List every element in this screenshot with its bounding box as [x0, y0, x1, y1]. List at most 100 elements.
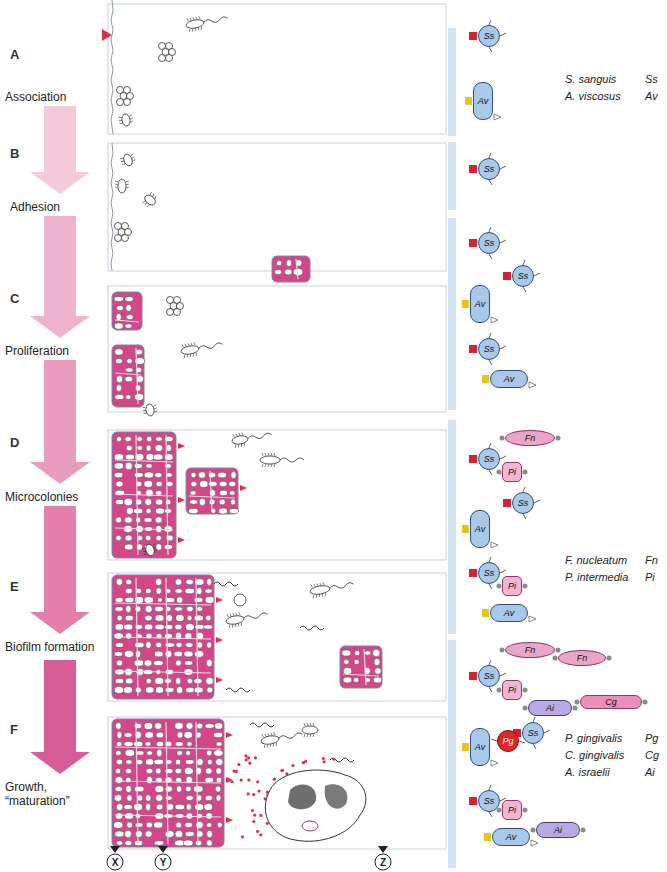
species-legend: Pi [645, 570, 655, 584]
bacterium-cell: Ss [478, 158, 500, 180]
adhesin-receptor [556, 648, 561, 653]
bacterial-cell [185, 588, 195, 594]
illustration-part [310, 734, 311, 737]
tooth-surface-strips [448, 28, 456, 868]
bacterial-cell [165, 786, 173, 792]
bacterial-cell [146, 768, 153, 773]
bacterial-cell [197, 723, 203, 729]
illustration-part [229, 625, 231, 628]
illustration-part [153, 547, 156, 549]
coccus [124, 99, 131, 106]
illustration-part [233, 613, 235, 616]
bacterium-cell: Pi [502, 462, 522, 482]
bacterial-cell [126, 305, 132, 312]
species-legend: A. viscosus [565, 89, 621, 103]
illustration-part [239, 612, 241, 615]
adhesin-receptor [491, 542, 498, 548]
growth-arrow [178, 537, 185, 543]
bacterial-cell [206, 677, 214, 684]
bacterial-cell [204, 803, 213, 810]
illustration-part [236, 613, 238, 616]
bacterial-cell [145, 742, 151, 747]
bacterial-cell [175, 589, 183, 594]
bacterial-cell [155, 437, 162, 441]
adhesin-receptor [465, 97, 472, 105]
bacterial-cell [123, 686, 132, 693]
bacterial-cell [175, 742, 183, 747]
species-legend: S. sanguis [565, 72, 616, 86]
bacterium-cell: Av [470, 510, 490, 548]
bacterial-cell [205, 615, 211, 620]
bacterial-cell [176, 822, 182, 828]
bacterial-cell [146, 508, 151, 513]
host-cell [265, 770, 366, 841]
adhesin-receptor [503, 272, 511, 280]
released-product [253, 814, 256, 817]
bacterial-cell [134, 786, 144, 792]
bacterial-cell [115, 831, 124, 837]
released-product [237, 763, 240, 766]
bacterial-cell [146, 464, 153, 468]
growth-arrow [216, 637, 223, 643]
illustration-part [121, 113, 131, 126]
released-product [230, 780, 233, 783]
illustration-part [182, 344, 184, 347]
bacterial-cell [175, 607, 183, 611]
illustration-part [236, 433, 238, 436]
bacterium-cell: Ss [478, 25, 500, 47]
released-product [256, 830, 259, 833]
bacterial-cell [186, 796, 194, 801]
illustration-part [280, 458, 304, 462]
bacterial-cell [137, 437, 143, 442]
bacterial-cell [185, 831, 194, 836]
illustration-part [154, 411, 157, 413]
free-bacterium [225, 607, 269, 628]
fimbria [500, 346, 506, 349]
bacterium-cell: Fn [505, 430, 555, 446]
bacterial-cell [125, 324, 132, 329]
bacterial-cell [146, 641, 152, 648]
adhesin-receptor [500, 436, 505, 441]
growth-arrow [226, 732, 233, 738]
bacterial-cell [155, 795, 162, 802]
fimbria [523, 287, 526, 292]
bacterial-cell [208, 472, 215, 478]
bacterial-cell [194, 651, 204, 658]
bacterial-cell [205, 777, 214, 782]
bacterial-cell [219, 508, 228, 514]
bacterial-cell [115, 669, 125, 675]
released-product [257, 790, 260, 793]
bacterial-cell [145, 615, 153, 621]
bacterial-cell [127, 358, 133, 363]
fimbria [489, 360, 492, 365]
illustration-part [309, 584, 330, 595]
bacterial-cell [146, 678, 151, 684]
bacterial-cell [286, 259, 291, 266]
bacterial-cell [214, 750, 224, 757]
illustration-part [242, 432, 244, 435]
illustration-part [244, 612, 268, 620]
bacterial-cell [200, 480, 208, 487]
released-product [323, 760, 326, 763]
bacterial-cell [116, 841, 122, 846]
released-product [240, 778, 243, 781]
vacuole [302, 821, 318, 831]
fimbria [489, 584, 492, 589]
illustration-part [152, 194, 155, 197]
illustration-part [142, 407, 145, 409]
adhesin-receptor [529, 382, 536, 388]
bacterial-cell [193, 786, 203, 793]
illustration-part [274, 453, 275, 456]
bacterial-cell [176, 614, 184, 621]
bacterial-cell [176, 786, 181, 792]
bacterial-cell [177, 751, 183, 756]
illustration-part [199, 16, 201, 19]
bacterial-cell [144, 472, 153, 478]
bacterial-cell [155, 508, 164, 514]
fimbria [500, 240, 506, 243]
illustration-part [152, 544, 155, 546]
bacterial-cell [184, 651, 193, 657]
stage-name: Association [5, 90, 66, 104]
bacterial-cell [175, 723, 184, 730]
bacterial-cell [153, 454, 163, 460]
